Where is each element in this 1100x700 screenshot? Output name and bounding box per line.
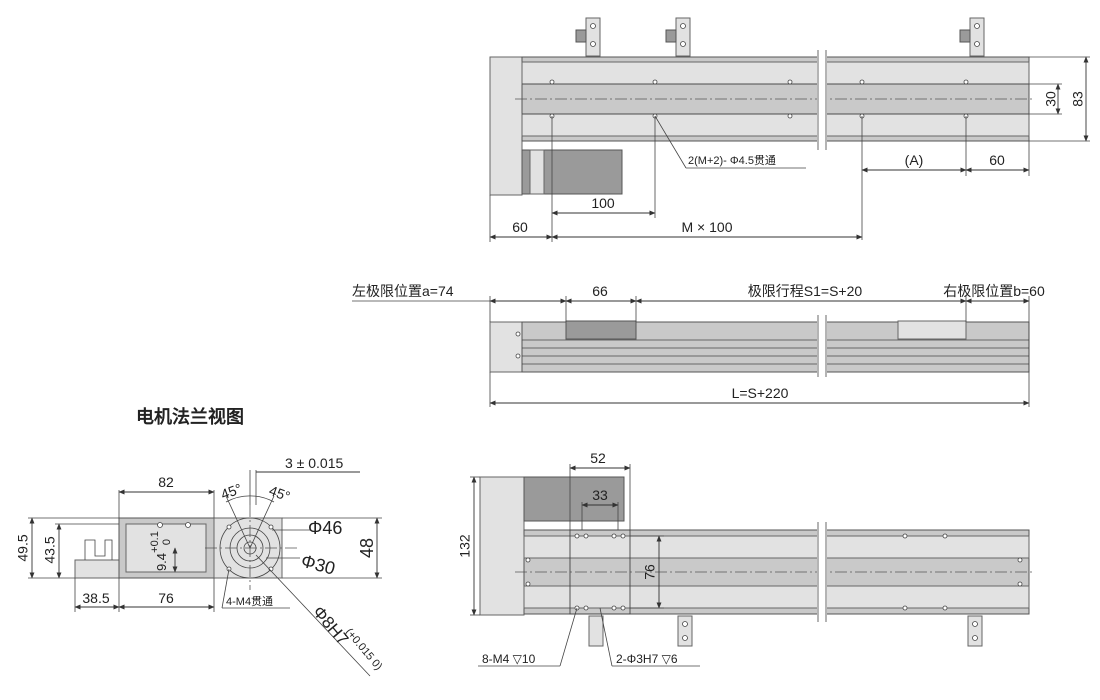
dim-phi8h7-label: Φ8H7 (309, 602, 352, 648)
dim-82-label: 82 (158, 474, 174, 490)
dim-30-label: 30 (1043, 91, 1059, 107)
angle-45-a-label: 45° (219, 480, 244, 502)
tol-phi8h7-label: (+0.015 0) (343, 626, 385, 672)
dim-phi30-label: Φ30 (299, 551, 337, 579)
sensor-bracket-1 (575, 17, 601, 57)
left-limit-label: 左极限位置a=74 (352, 283, 454, 299)
dim-48-label: 48 (357, 538, 377, 558)
dim-76-bottom-label: 76 (642, 564, 658, 580)
bottom-view: 52 33 132 76 8-M4 ▽10 2-Φ3H7 ▽6 (457, 450, 1035, 667)
dim-A-label: (A) (905, 152, 924, 168)
dim-Mx100-label: M × 100 (682, 219, 733, 235)
right-limit-label: 右极限位置b=60 (943, 283, 1045, 299)
dim-43-5-label: 43.5 (42, 536, 58, 563)
bottom-motor-cover (479, 476, 525, 616)
bottom-thread-note: 8-M4 ▽10 (482, 652, 536, 666)
sensor-bracket-3 (959, 17, 985, 57)
side-motor-cover (489, 321, 523, 373)
dim-L-label: L=S+220 (732, 385, 789, 401)
dim-9-4-label: 9.4 (154, 553, 169, 571)
bottom-carriage (569, 529, 631, 615)
dim-60-left-label: 60 (512, 219, 528, 235)
stroke-limit-label: 极限行程S1=S+20 (748, 283, 863, 299)
mounting-holes (549, 79, 969, 119)
dim-49-5-label: 49.5 (15, 534, 31, 561)
top-view: 30 83 2(M+2)- Φ4.5贯通 (A) 60 100 60 M × 1… (489, 17, 1090, 242)
side-carriage-right (897, 320, 967, 340)
hole-note: 2(M+2)- Φ4.5贯通 (688, 154, 776, 167)
dim-83-label: 83 (1070, 91, 1086, 107)
dim-100-label: 100 (591, 195, 615, 211)
dim-3-tol-label: 3 ± 0.015 (285, 455, 343, 471)
dim-33-label: 33 (592, 487, 608, 503)
flange-view: 电机法兰视图 45° 45° 82 3 ± 0. (15, 406, 385, 677)
dim-52-label: 52 (590, 450, 606, 466)
dim-38-5-label: 38.5 (82, 590, 109, 606)
carriage-holes (525, 533, 1023, 611)
tol-plus-0-1-label: +0.1 (149, 531, 161, 553)
dim-76-label: 76 (158, 590, 174, 606)
side-view: 左极限位置a=74 66 极限行程S1=S+20 右极限位置b=60 L=S+2… (352, 283, 1045, 407)
angle-45-b-label: 45° (267, 482, 292, 504)
flange-view-title: 电机法兰视图 (136, 406, 244, 427)
motor-coupling (529, 149, 545, 195)
sensor-bracket-2 (665, 17, 691, 57)
tol-0-label: 0 (161, 539, 173, 545)
dim-132-label: 132 (457, 534, 473, 558)
dim-66-label: 66 (592, 283, 608, 299)
motor-cover (489, 56, 523, 196)
side-carriage (565, 320, 637, 340)
dim-60-right-label: 60 (989, 152, 1005, 168)
thread-note-label: 4-M4贯通 (226, 595, 273, 608)
bottom-motor-body (523, 476, 625, 522)
bottom-pin-note: 2-Φ3H7 ▽6 (616, 652, 678, 666)
dim-phi46-label: Φ46 (308, 518, 342, 538)
